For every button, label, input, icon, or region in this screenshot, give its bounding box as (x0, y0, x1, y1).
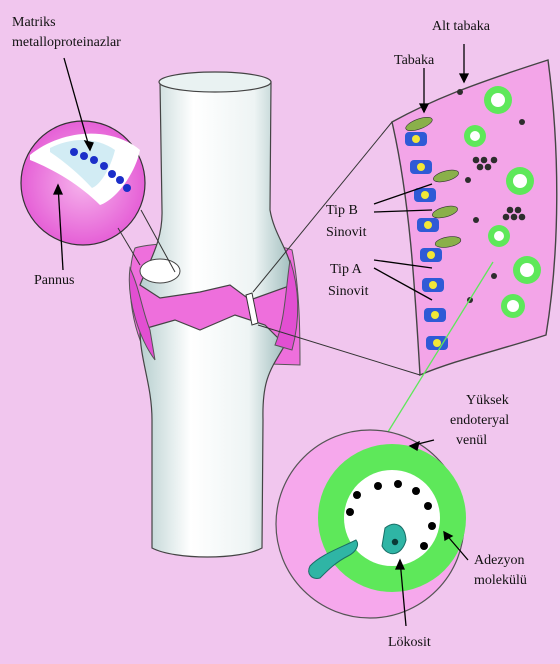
label-tip-a-line1: Tip A (330, 262, 363, 277)
label-pannus: Pannus (34, 273, 74, 288)
label-matrix-line2: metalloproteinazlar (12, 35, 121, 50)
label-tip-b-line1: Tip B (326, 203, 358, 218)
label-venule-line1: Yüksek (466, 393, 509, 408)
label-alt-tabaka: Alt tabaka (432, 19, 491, 34)
label-leukocyte: Lökosit (388, 635, 431, 650)
label-adhesion-line1: Adezyon (474, 553, 525, 568)
label-matrix-line1: Matriks (12, 15, 56, 30)
label-adhesion-line2: molekülü (474, 573, 527, 588)
label-venule-line3: venül (456, 433, 487, 448)
label-venule-line2: endoteryal (450, 413, 509, 428)
label-tabaka: Tabaka (394, 53, 435, 68)
bone-top-ellipse (159, 72, 271, 92)
label-tip-a-line2: Sinovit (328, 284, 369, 299)
label-tip-b-line2: Sinovit (326, 225, 367, 240)
